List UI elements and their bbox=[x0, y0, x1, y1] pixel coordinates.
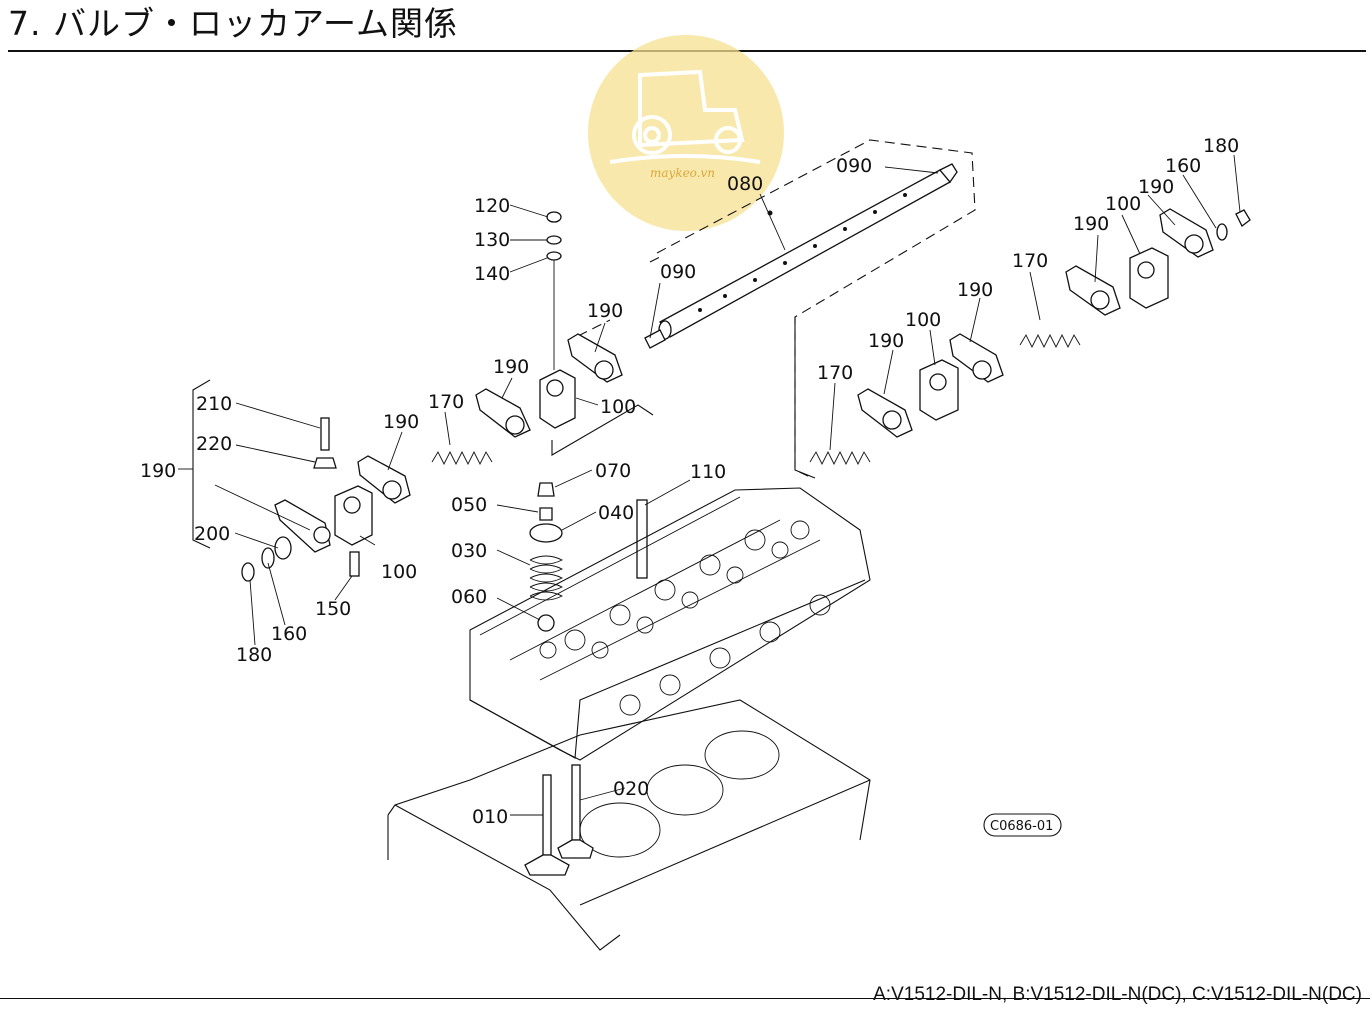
cylinder-head bbox=[469, 487, 871, 761]
label-180-right: 180 bbox=[1203, 135, 1239, 157]
label-070: 070 bbox=[595, 460, 631, 482]
label-190-mid-left: 190 bbox=[493, 356, 529, 378]
label-220: 220 bbox=[196, 433, 232, 455]
rocker-arm-mid-left bbox=[475, 388, 531, 438]
label-190-group: 190 bbox=[140, 460, 176, 482]
label-010: 010 bbox=[472, 806, 508, 828]
label-190-left: 190 bbox=[383, 411, 419, 433]
drawing-code-badge: C0686-01 bbox=[983, 813, 1062, 837]
label-020: 020 bbox=[613, 778, 649, 800]
spring-left bbox=[431, 450, 493, 466]
nut-washer-stack bbox=[546, 211, 562, 370]
label-170-right-2: 170 bbox=[1012, 250, 1048, 272]
label-100-right-2: 100 bbox=[1105, 193, 1141, 215]
label-210: 210 bbox=[196, 393, 232, 415]
rocker-shaft bbox=[644, 163, 958, 349]
group-bracket-shaft bbox=[577, 139, 976, 478]
label-080: 080 bbox=[727, 173, 763, 195]
leader-lines bbox=[178, 154, 1241, 816]
spring-right-2 bbox=[1019, 333, 1081, 349]
label-060: 060 bbox=[451, 586, 487, 608]
label-120: 120 bbox=[474, 195, 510, 217]
group-bracket-left bbox=[192, 379, 211, 549]
cylinder-block bbox=[387, 699, 871, 951]
label-170-right-1: 170 bbox=[817, 362, 853, 384]
spring-right-1 bbox=[809, 450, 871, 466]
label-050: 050 bbox=[451, 494, 487, 516]
label-190-right-4: 190 bbox=[1138, 176, 1174, 198]
model-footer: A:V1512-DIL-N, B:V1512-DIL-N(DC), C:V151… bbox=[873, 984, 1362, 1005]
label-110: 110 bbox=[690, 461, 726, 483]
part-labels: 120 130 140 090 080 090 180 160 190 100 … bbox=[140, 135, 1239, 828]
label-100-mid: 100 bbox=[600, 396, 636, 418]
rocker-arm-mid bbox=[567, 333, 623, 383]
label-190-right-3: 190 bbox=[1073, 213, 1109, 235]
group-bracket-right bbox=[794, 317, 816, 479]
label-160-left: 160 bbox=[271, 623, 307, 645]
label-160-right: 160 bbox=[1165, 155, 1201, 177]
collar-200 bbox=[241, 536, 292, 582]
tractor-icon bbox=[609, 69, 761, 164]
label-190-right-2: 190 bbox=[957, 279, 993, 301]
label-030: 030 bbox=[451, 540, 487, 562]
rocker-arm-right-2 bbox=[949, 333, 1004, 383]
rocker-bracket-left bbox=[334, 485, 373, 546]
rocker-arm-right-4 bbox=[1159, 208, 1251, 258]
label-130: 130 bbox=[474, 229, 510, 251]
page-title: 7. バルブ・ロッカアーム関係 bbox=[8, 4, 459, 43]
label-150: 150 bbox=[315, 598, 351, 620]
label-090-top: 090 bbox=[836, 155, 872, 177]
label-190-mid: 190 bbox=[587, 300, 623, 322]
watermark-logo: maykeo.vn bbox=[588, 35, 784, 231]
plug-150 bbox=[349, 551, 360, 577]
rocker-bracket-right-2 bbox=[1129, 247, 1169, 309]
label-100-left: 100 bbox=[381, 561, 417, 583]
label-090-left: 090 bbox=[660, 261, 696, 283]
valves bbox=[524, 764, 594, 876]
watermark-text: maykeo.vn bbox=[650, 166, 715, 180]
label-140: 140 bbox=[474, 263, 510, 285]
adjust-screw bbox=[313, 417, 337, 469]
group-bracket-middle bbox=[551, 404, 654, 456]
label-100-right-1: 100 bbox=[905, 309, 941, 331]
rocker-bracket-mid bbox=[539, 369, 576, 429]
label-040: 040 bbox=[598, 502, 634, 524]
drawing-code-text: C0686-01 bbox=[990, 819, 1053, 834]
label-180-left: 180 bbox=[236, 644, 272, 666]
rocker-arm-right-3 bbox=[1065, 265, 1121, 316]
rocker-arm-right-1 bbox=[857, 388, 913, 438]
label-170-left: 170 bbox=[428, 391, 464, 413]
valve-spring-assembly bbox=[529, 482, 564, 632]
footer-rule bbox=[0, 998, 1370, 999]
rocker-bracket-right-1 bbox=[919, 359, 959, 421]
label-190-right-1: 190 bbox=[868, 330, 904, 352]
label-200: 200 bbox=[194, 523, 230, 545]
